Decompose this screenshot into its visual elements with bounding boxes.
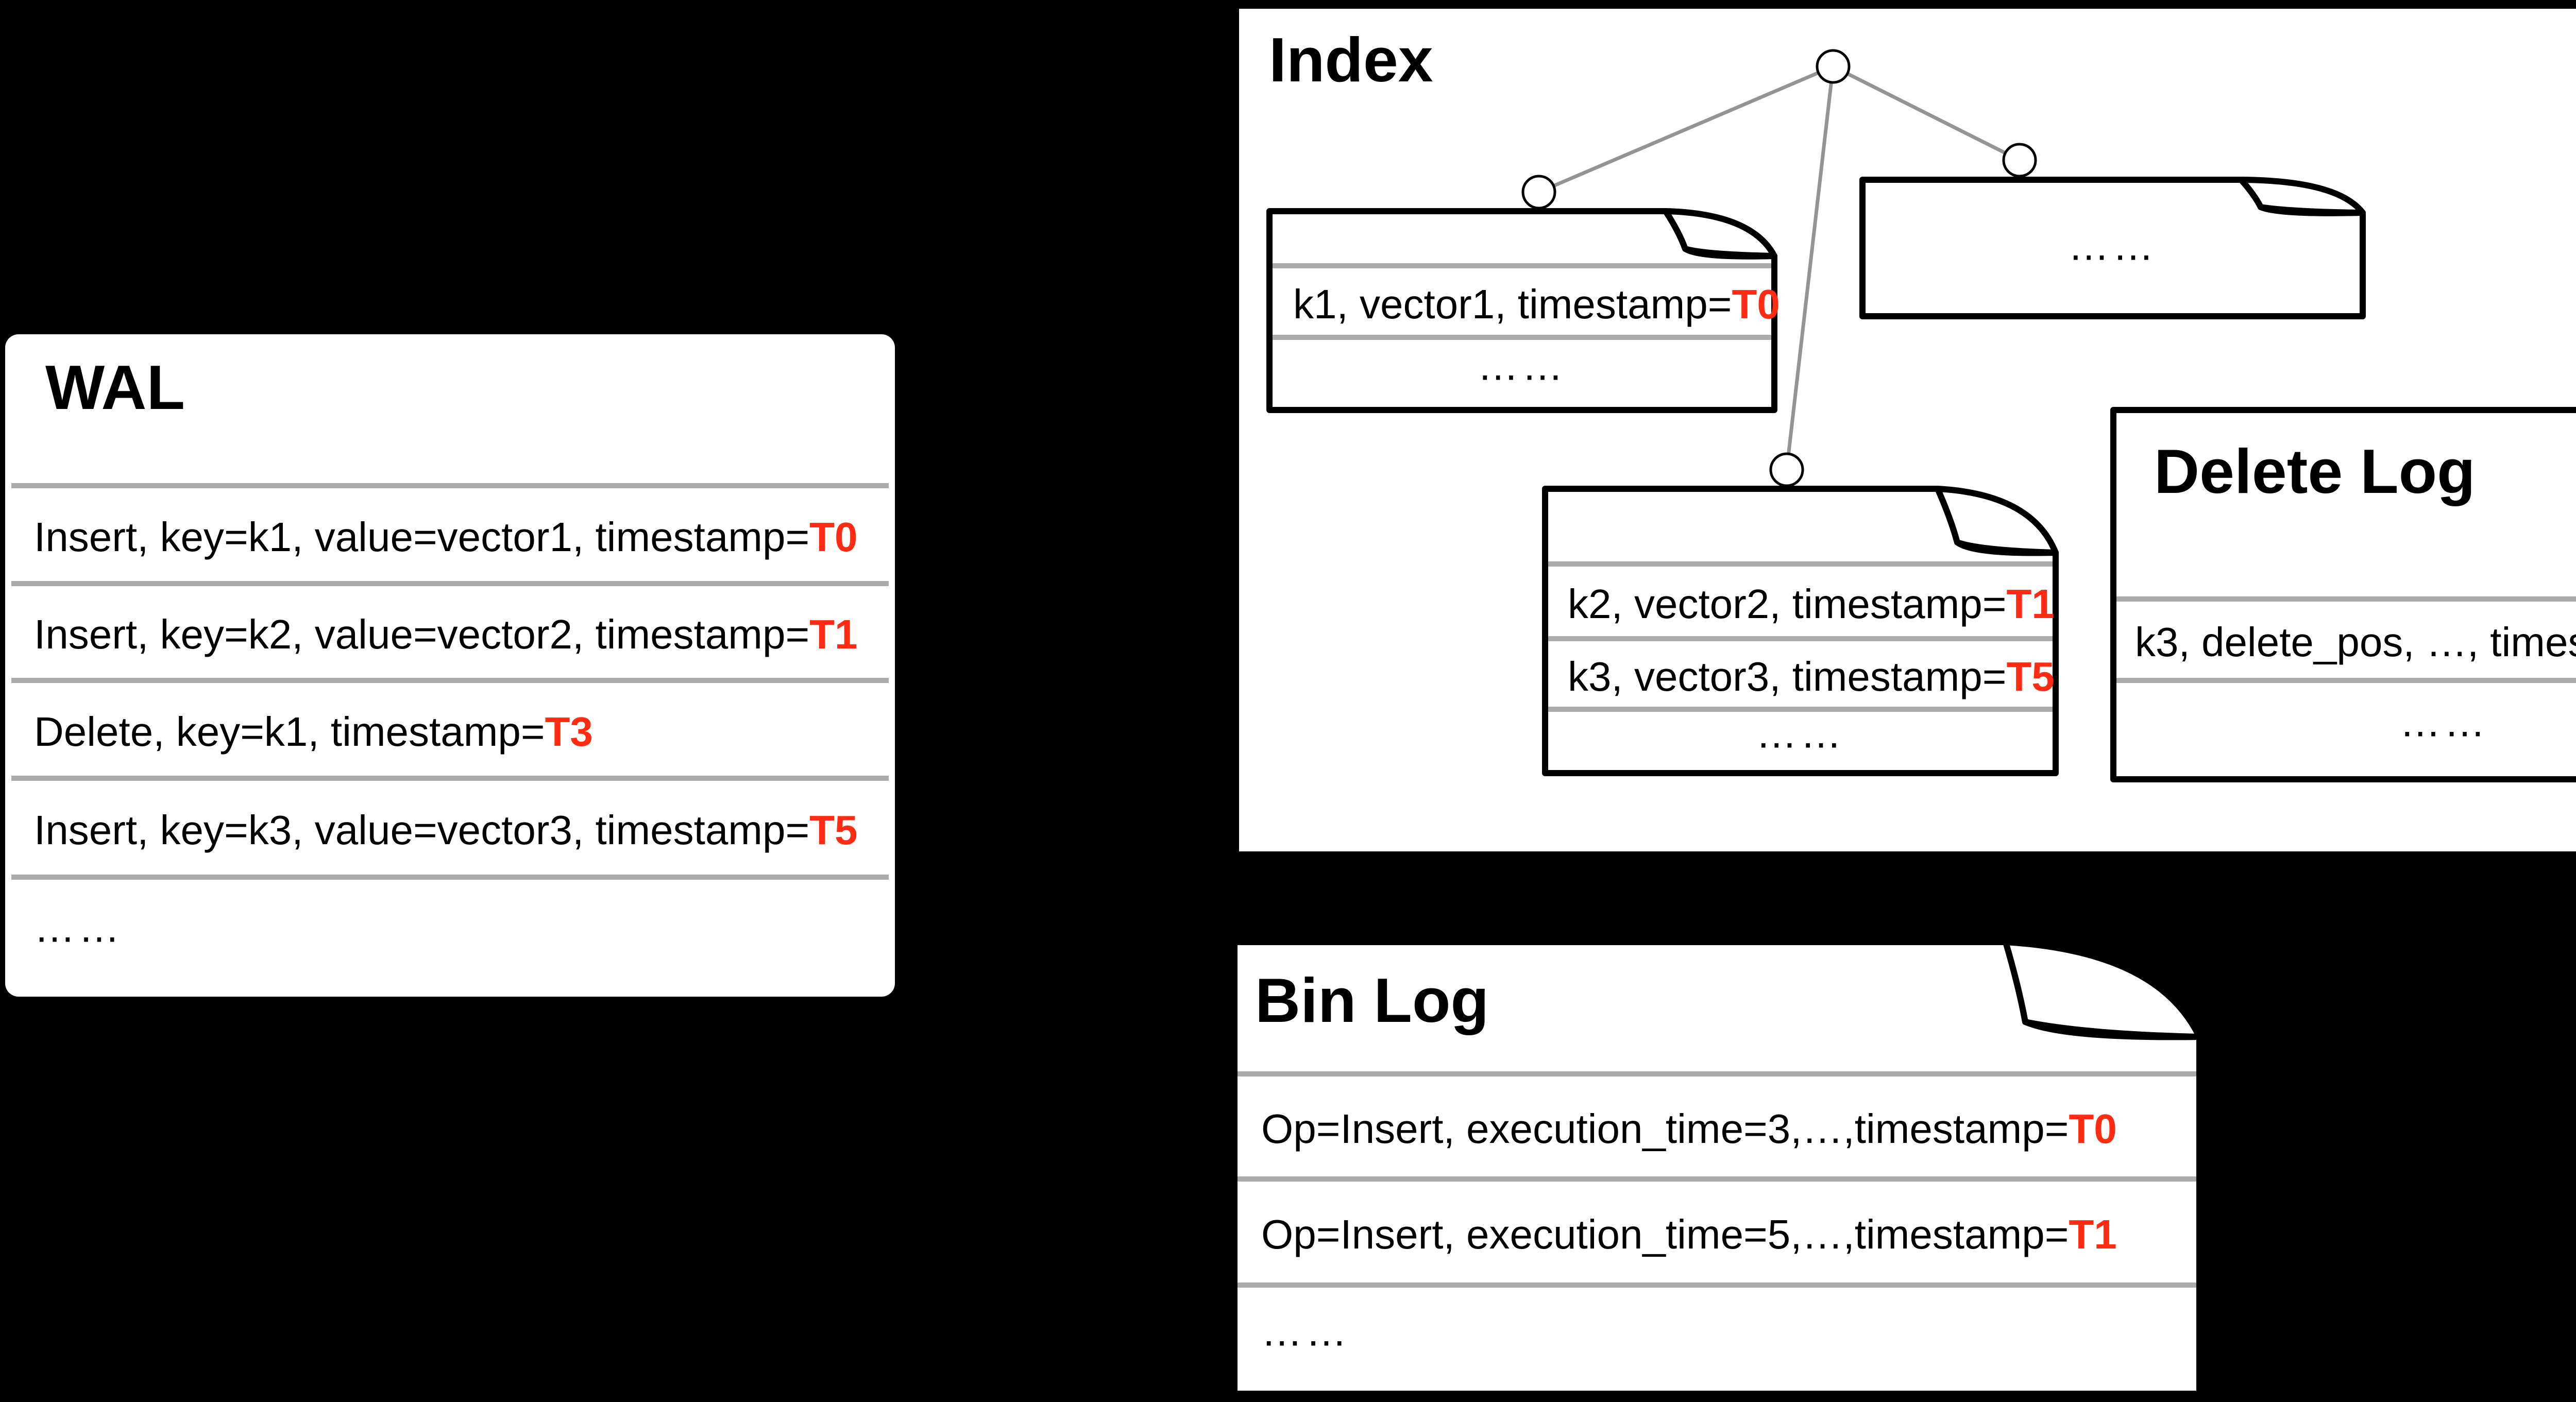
bin-log-row-text: Op=Insert, execution_time=5,…,timestamp= bbox=[1261, 1211, 2069, 1257]
tree-edge bbox=[1832, 64, 2021, 162]
timestamp-value: T5 bbox=[2006, 653, 2055, 699]
segment-row: k2, vector2, timestamp=T1 bbox=[1548, 561, 2055, 641]
ellipsis-text: …… bbox=[2068, 223, 2157, 269]
delete-log-content: Delete Log k3, delete_pos, …, timestamp=… bbox=[2110, 407, 2576, 782]
tree-node-middle bbox=[1769, 452, 1804, 487]
timestamp-value: T1 bbox=[2069, 1211, 2117, 1257]
timestamp-value: T5 bbox=[809, 807, 858, 853]
bin-log-box: Bin Log Op=Insert, execution_time=3,…,ti… bbox=[1231, 939, 2202, 1397]
ellipsis-text: …… bbox=[1477, 343, 1567, 389]
segment-content: …… bbox=[1859, 177, 2366, 319]
segment-ellipsis-row: …… bbox=[1866, 197, 2360, 321]
delete-log-box: Delete Log k3, delete_pos, …, timestamp=… bbox=[2110, 407, 2576, 782]
segment-ellipsis-row: …… bbox=[1273, 335, 1771, 418]
bin-log-row: Op=Insert, execution_time=3,…,timestamp=… bbox=[1238, 1071, 2196, 1182]
document-page-icon bbox=[1542, 486, 2059, 776]
ellipsis-text: …… bbox=[1756, 710, 1845, 756]
ellipsis-text: …… bbox=[34, 904, 123, 950]
bin-log-row: Op=Insert, execution_time=5,…,timestamp=… bbox=[1238, 1176, 2196, 1288]
bin-log-content: Bin Log Op=Insert, execution_time=3,…,ti… bbox=[1231, 939, 2202, 1397]
bin-log-title: Bin Log bbox=[1255, 965, 1489, 1035]
wal-row: Insert, key=k3, value=vector3, timestamp… bbox=[11, 776, 889, 880]
folded-corner-icon bbox=[1663, 208, 1777, 259]
timestamp-value: T0 bbox=[2069, 1106, 2117, 1152]
wal-row-text: Insert, key=k3, value=vector3, timestamp… bbox=[34, 807, 810, 853]
tree-edge bbox=[1785, 66, 1835, 470]
index-segment-right: …… bbox=[1859, 177, 2366, 319]
delete-log-title: Delete Log bbox=[2154, 436, 2476, 506]
document-page-icon bbox=[1266, 208, 1777, 413]
document-page-icon bbox=[1231, 939, 2202, 1397]
ellipsis-text: …… bbox=[2399, 698, 2489, 745]
index-title: Index bbox=[1269, 25, 1433, 95]
bin-log-ellipsis-row: …… bbox=[1238, 1283, 2196, 1402]
wal-ellipsis-row: …… bbox=[11, 875, 889, 1002]
wal-row: Insert, key=k1, value=vector1, timestamp… bbox=[11, 483, 889, 586]
bin-log-row-text: Op=Insert, execution_time=3,…,timestamp= bbox=[1261, 1106, 2069, 1152]
tree-node-right bbox=[2002, 143, 2037, 178]
segment-row: k3, vector3, timestamp=T5 bbox=[1548, 636, 2055, 712]
segment-ellipsis-row: …… bbox=[1548, 707, 2053, 781]
index-segment-left: k1, vector1, timestamp=T0 …… bbox=[1266, 208, 1780, 413]
folded-corner-icon bbox=[2003, 939, 2202, 1040]
wal-row: Insert, key=k2, value=vector2, timestamp… bbox=[11, 581, 889, 683]
tree-node-left bbox=[1521, 175, 1556, 210]
wal-row: Delete, key=k1, timestamp=T3 bbox=[11, 678, 889, 781]
segment-row: k1, vector1, timestamp=T0 bbox=[1273, 263, 1780, 340]
wal-row-text: Delete, key=k1, timestamp= bbox=[34, 709, 545, 755]
timestamp-value: T0 bbox=[1732, 281, 1780, 327]
delete-log-row: k3, delete_pos, …, timestamp=T3 bbox=[2116, 596, 2576, 683]
wal-title: WAL bbox=[45, 352, 185, 422]
timestamp-value: T1 bbox=[2006, 580, 2055, 627]
timestamp-value: T1 bbox=[809, 611, 858, 657]
delete-log-row-text: k3, delete_pos, …, timestamp= bbox=[2135, 619, 2576, 665]
wal-box: WAL Insert, key=k1, value=vector1, times… bbox=[5, 334, 895, 997]
document-page-icon bbox=[1859, 177, 2366, 319]
tree-root-node bbox=[1816, 49, 1851, 84]
segment-content: k2, vector2, timestamp=T1 k3, vector3, t… bbox=[1542, 486, 2059, 776]
wal-row-text: Insert, key=k2, value=vector2, timestamp… bbox=[34, 611, 810, 657]
document-page-icon bbox=[2110, 407, 2576, 782]
segment-row-text: k1, vector1, timestamp= bbox=[1293, 281, 1732, 327]
timestamp-value: T0 bbox=[809, 514, 858, 560]
delete-log-ellipsis-row: …… bbox=[2116, 678, 2576, 788]
segment-row-text: k3, vector3, timestamp= bbox=[1568, 653, 2007, 699]
segment-row-text: k2, vector2, timestamp= bbox=[1568, 580, 2007, 627]
folded-corner-icon bbox=[2238, 177, 2366, 216]
ellipsis-text: …… bbox=[1261, 1308, 1350, 1355]
tree-edge bbox=[1538, 64, 1834, 194]
index-panel: Index k1, vector1, timestamp=T0 …… …… bbox=[1233, 3, 2576, 858]
segment-content: k1, vector1, timestamp=T0 …… bbox=[1266, 208, 1780, 413]
folded-corner-icon bbox=[1935, 486, 2059, 556]
index-segment-middle: k2, vector2, timestamp=T1 k3, vector3, t… bbox=[1542, 486, 2059, 776]
timestamp-value: T3 bbox=[545, 709, 593, 755]
wal-row-text: Insert, key=k1, value=vector1, timestamp… bbox=[34, 514, 810, 560]
